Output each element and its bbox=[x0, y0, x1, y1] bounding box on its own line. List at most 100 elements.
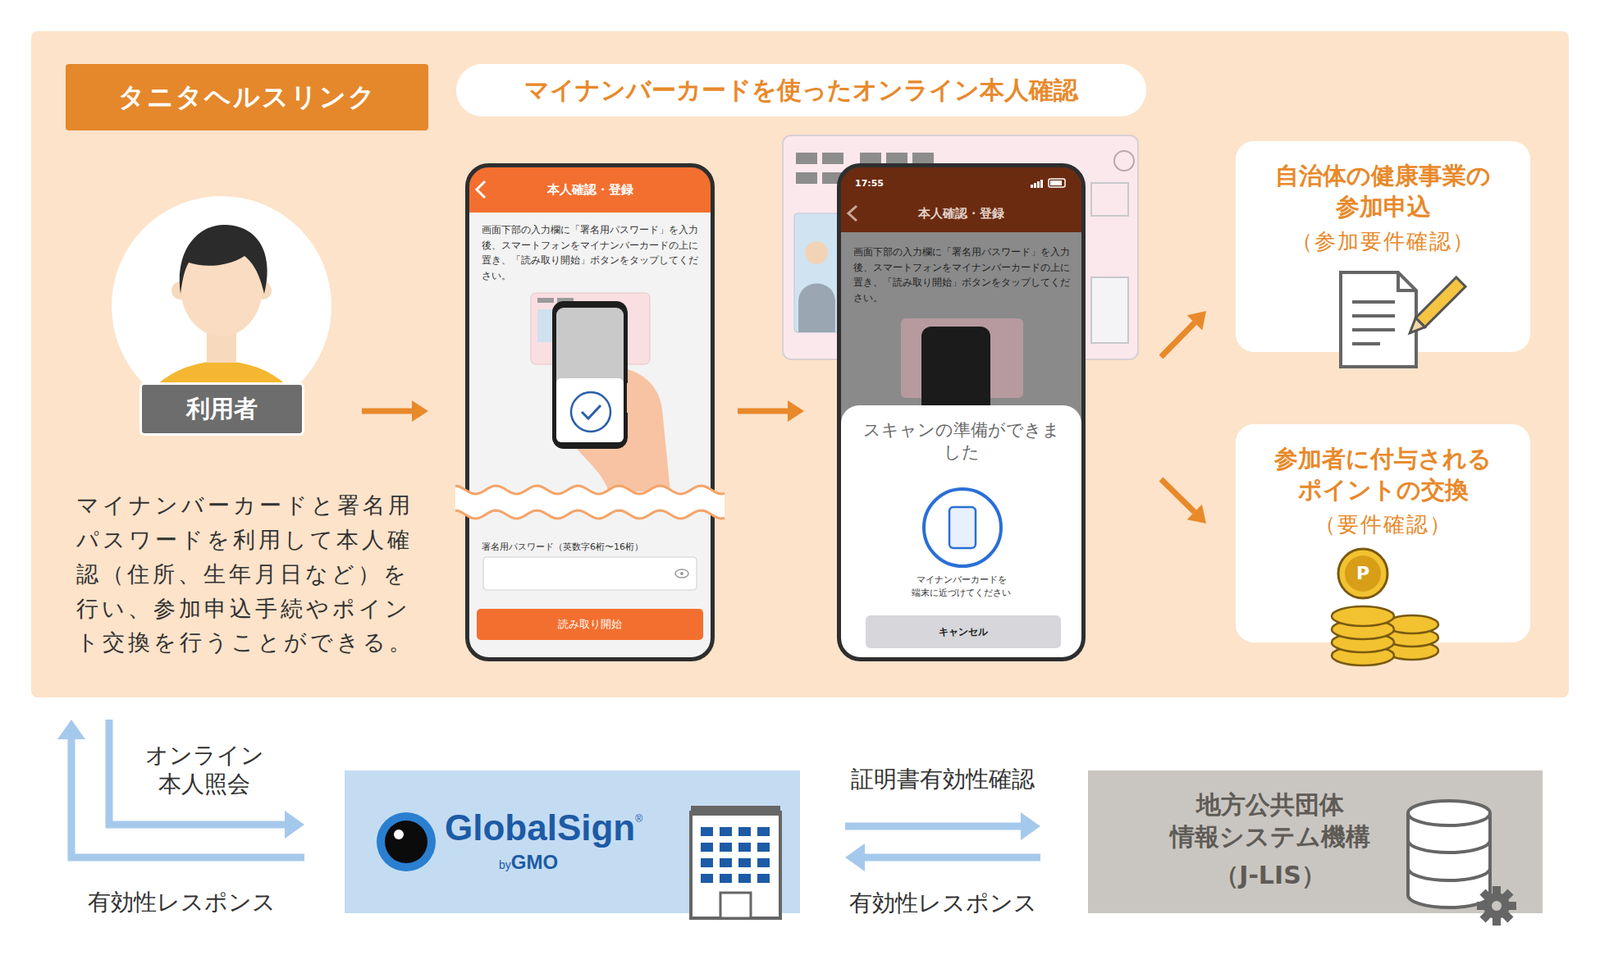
card-mark bbox=[859, 152, 882, 165]
building-door bbox=[720, 892, 751, 919]
node-text: （要件確認） bbox=[1235, 511, 1531, 540]
card-photo-head bbox=[804, 241, 828, 265]
battery-level bbox=[1050, 180, 1062, 186]
node-heading: 利用者 bbox=[139, 382, 305, 436]
eye-icon bbox=[680, 571, 684, 576]
coin-label: P bbox=[1346, 562, 1380, 586]
edge-label: 有効性レスポンス bbox=[836, 888, 1050, 918]
edge-label: 証明書有効性確認 bbox=[836, 764, 1050, 794]
gear-icon bbox=[1476, 886, 1517, 926]
tear-edge bbox=[455, 510, 725, 519]
card-mark bbox=[886, 152, 908, 165]
building-body bbox=[690, 812, 781, 919]
card-photo bbox=[794, 213, 840, 333]
coin bbox=[1331, 606, 1395, 627]
screen-content bbox=[469, 167, 711, 640]
signal-bar bbox=[1040, 179, 1043, 188]
building-window bbox=[757, 827, 770, 837]
signal-bar bbox=[1037, 181, 1040, 188]
scan-sheet bbox=[841, 405, 1082, 658]
node-text: スキャンの準備ができました bbox=[857, 419, 1066, 465]
node-text: マイナンバーカードと署名用パスワードを利用して本人確認（住所、生年月日など）を行… bbox=[76, 488, 426, 660]
outcome-box: 参加者に付与される ポイントの交換 （要件確認） bbox=[1235, 424, 1531, 643]
node-heading: 参加者に付与される ポイントの交換 bbox=[1259, 443, 1507, 506]
phone-screen-input: 本人確認・登録画面下部の入力欄に「署名用パスワード」を入力後、スマートフォンをマ… bbox=[465, 163, 715, 662]
flow-arrow bbox=[109, 719, 285, 825]
mini-phone bbox=[921, 326, 991, 417]
point-coin-face bbox=[1344, 555, 1381, 592]
pencil-icon bbox=[1405, 277, 1467, 339]
node-text: GMO bbox=[511, 850, 558, 875]
flow-arrow bbox=[845, 822, 1021, 831]
building-window bbox=[700, 827, 714, 837]
illustration bbox=[465, 163, 715, 662]
building-window bbox=[719, 827, 732, 837]
node-heading: 自治体の健康事業の 参加申込 bbox=[1259, 160, 1507, 223]
building-window bbox=[700, 873, 714, 883]
logo-highlight bbox=[393, 829, 404, 840]
read-button bbox=[476, 608, 704, 640]
database-icon bbox=[1408, 800, 1517, 926]
node-text: 画面下部の入力欄に「署名用パスワード」を入力後、スマートフォンをマイナンバーカー… bbox=[481, 222, 699, 284]
paper-fold bbox=[1398, 272, 1417, 291]
thumb bbox=[626, 381, 652, 413]
card-box bbox=[1091, 277, 1129, 343]
building-window bbox=[738, 858, 751, 868]
db-ring bbox=[1408, 868, 1491, 881]
node-heading: タニタヘルスリンク bbox=[65, 64, 429, 131]
node-text: 読み取り開始 bbox=[476, 608, 704, 640]
gear-hole bbox=[1491, 900, 1502, 911]
jlis-box: 地方公共団体 情報システム機構 （J-LIS） bbox=[1088, 770, 1543, 914]
card-emblem bbox=[1114, 150, 1134, 171]
coins-icon bbox=[1331, 548, 1439, 666]
screen-content bbox=[841, 167, 1082, 658]
building-window bbox=[700, 842, 714, 852]
globalsign-box: GlobalSign®byGMO bbox=[344, 770, 800, 914]
logo-row: byGMO bbox=[498, 850, 558, 875]
user-actor: 利用者マイナンバーカードと署名用パスワードを利用して本人確認（住所、生年月日など… bbox=[111, 196, 332, 439]
tear-band bbox=[455, 485, 725, 519]
signal-bar bbox=[1033, 182, 1037, 188]
pencil-tip bbox=[1405, 317, 1426, 338]
gear-body bbox=[1483, 892, 1510, 919]
point-coin bbox=[1338, 548, 1388, 599]
phone-frame bbox=[467, 165, 714, 660]
logo-ring bbox=[376, 812, 436, 872]
phone-screen bbox=[467, 165, 714, 660]
building-window bbox=[700, 858, 714, 868]
node-heading: 地方公共団体 情報システム機構 bbox=[1134, 788, 1406, 853]
card-mark bbox=[912, 152, 934, 165]
phone-screen-scan: 17:55本人確認・登録画面下部の入力欄に「署名用パスワード」を入力後、スマート… bbox=[836, 163, 1086, 662]
paper-line bbox=[1352, 314, 1395, 318]
document-icon bbox=[1340, 272, 1417, 367]
node-text: キャンセル bbox=[865, 615, 1061, 649]
node-text: 署名用パスワード（英数字6桁〜16桁） bbox=[481, 540, 704, 554]
service-panel: タニタヘルスリンクマイナンバーカードを使ったオンライン本人確認利用者マイナンバー… bbox=[31, 31, 1569, 698]
person-hair bbox=[179, 224, 268, 294]
building-window bbox=[738, 842, 751, 852]
edge-label: 有効性レスポンス bbox=[74, 887, 288, 917]
building-window bbox=[738, 827, 751, 837]
logo-row: GlobalSign® bbox=[444, 806, 643, 851]
paper-line bbox=[1352, 342, 1381, 346]
outcome-box: 自治体の健康事業の 参加申込（参加要件確認） bbox=[1235, 141, 1531, 352]
held-phone bbox=[552, 301, 628, 449]
phone-frame bbox=[839, 165, 1084, 660]
app-header-dimmed bbox=[841, 167, 1082, 233]
held-phone-screen bbox=[556, 307, 624, 443]
logo-pupil bbox=[384, 820, 428, 864]
node-heading: マイナンバーカードを使ったオンライン本人確認 bbox=[456, 64, 1147, 117]
cancel-button bbox=[865, 615, 1061, 649]
held-phone-panel bbox=[556, 378, 624, 443]
flow-arrow bbox=[71, 739, 305, 858]
illustration bbox=[836, 163, 1086, 662]
signal-bar bbox=[1030, 184, 1034, 188]
card-mark bbox=[795, 172, 818, 184]
battery bbox=[1048, 178, 1066, 188]
node-heading: GlobalSign bbox=[444, 806, 636, 851]
node-text: （J-LIS） bbox=[1134, 859, 1406, 892]
app-header bbox=[469, 167, 711, 213]
db-top bbox=[1408, 800, 1491, 826]
